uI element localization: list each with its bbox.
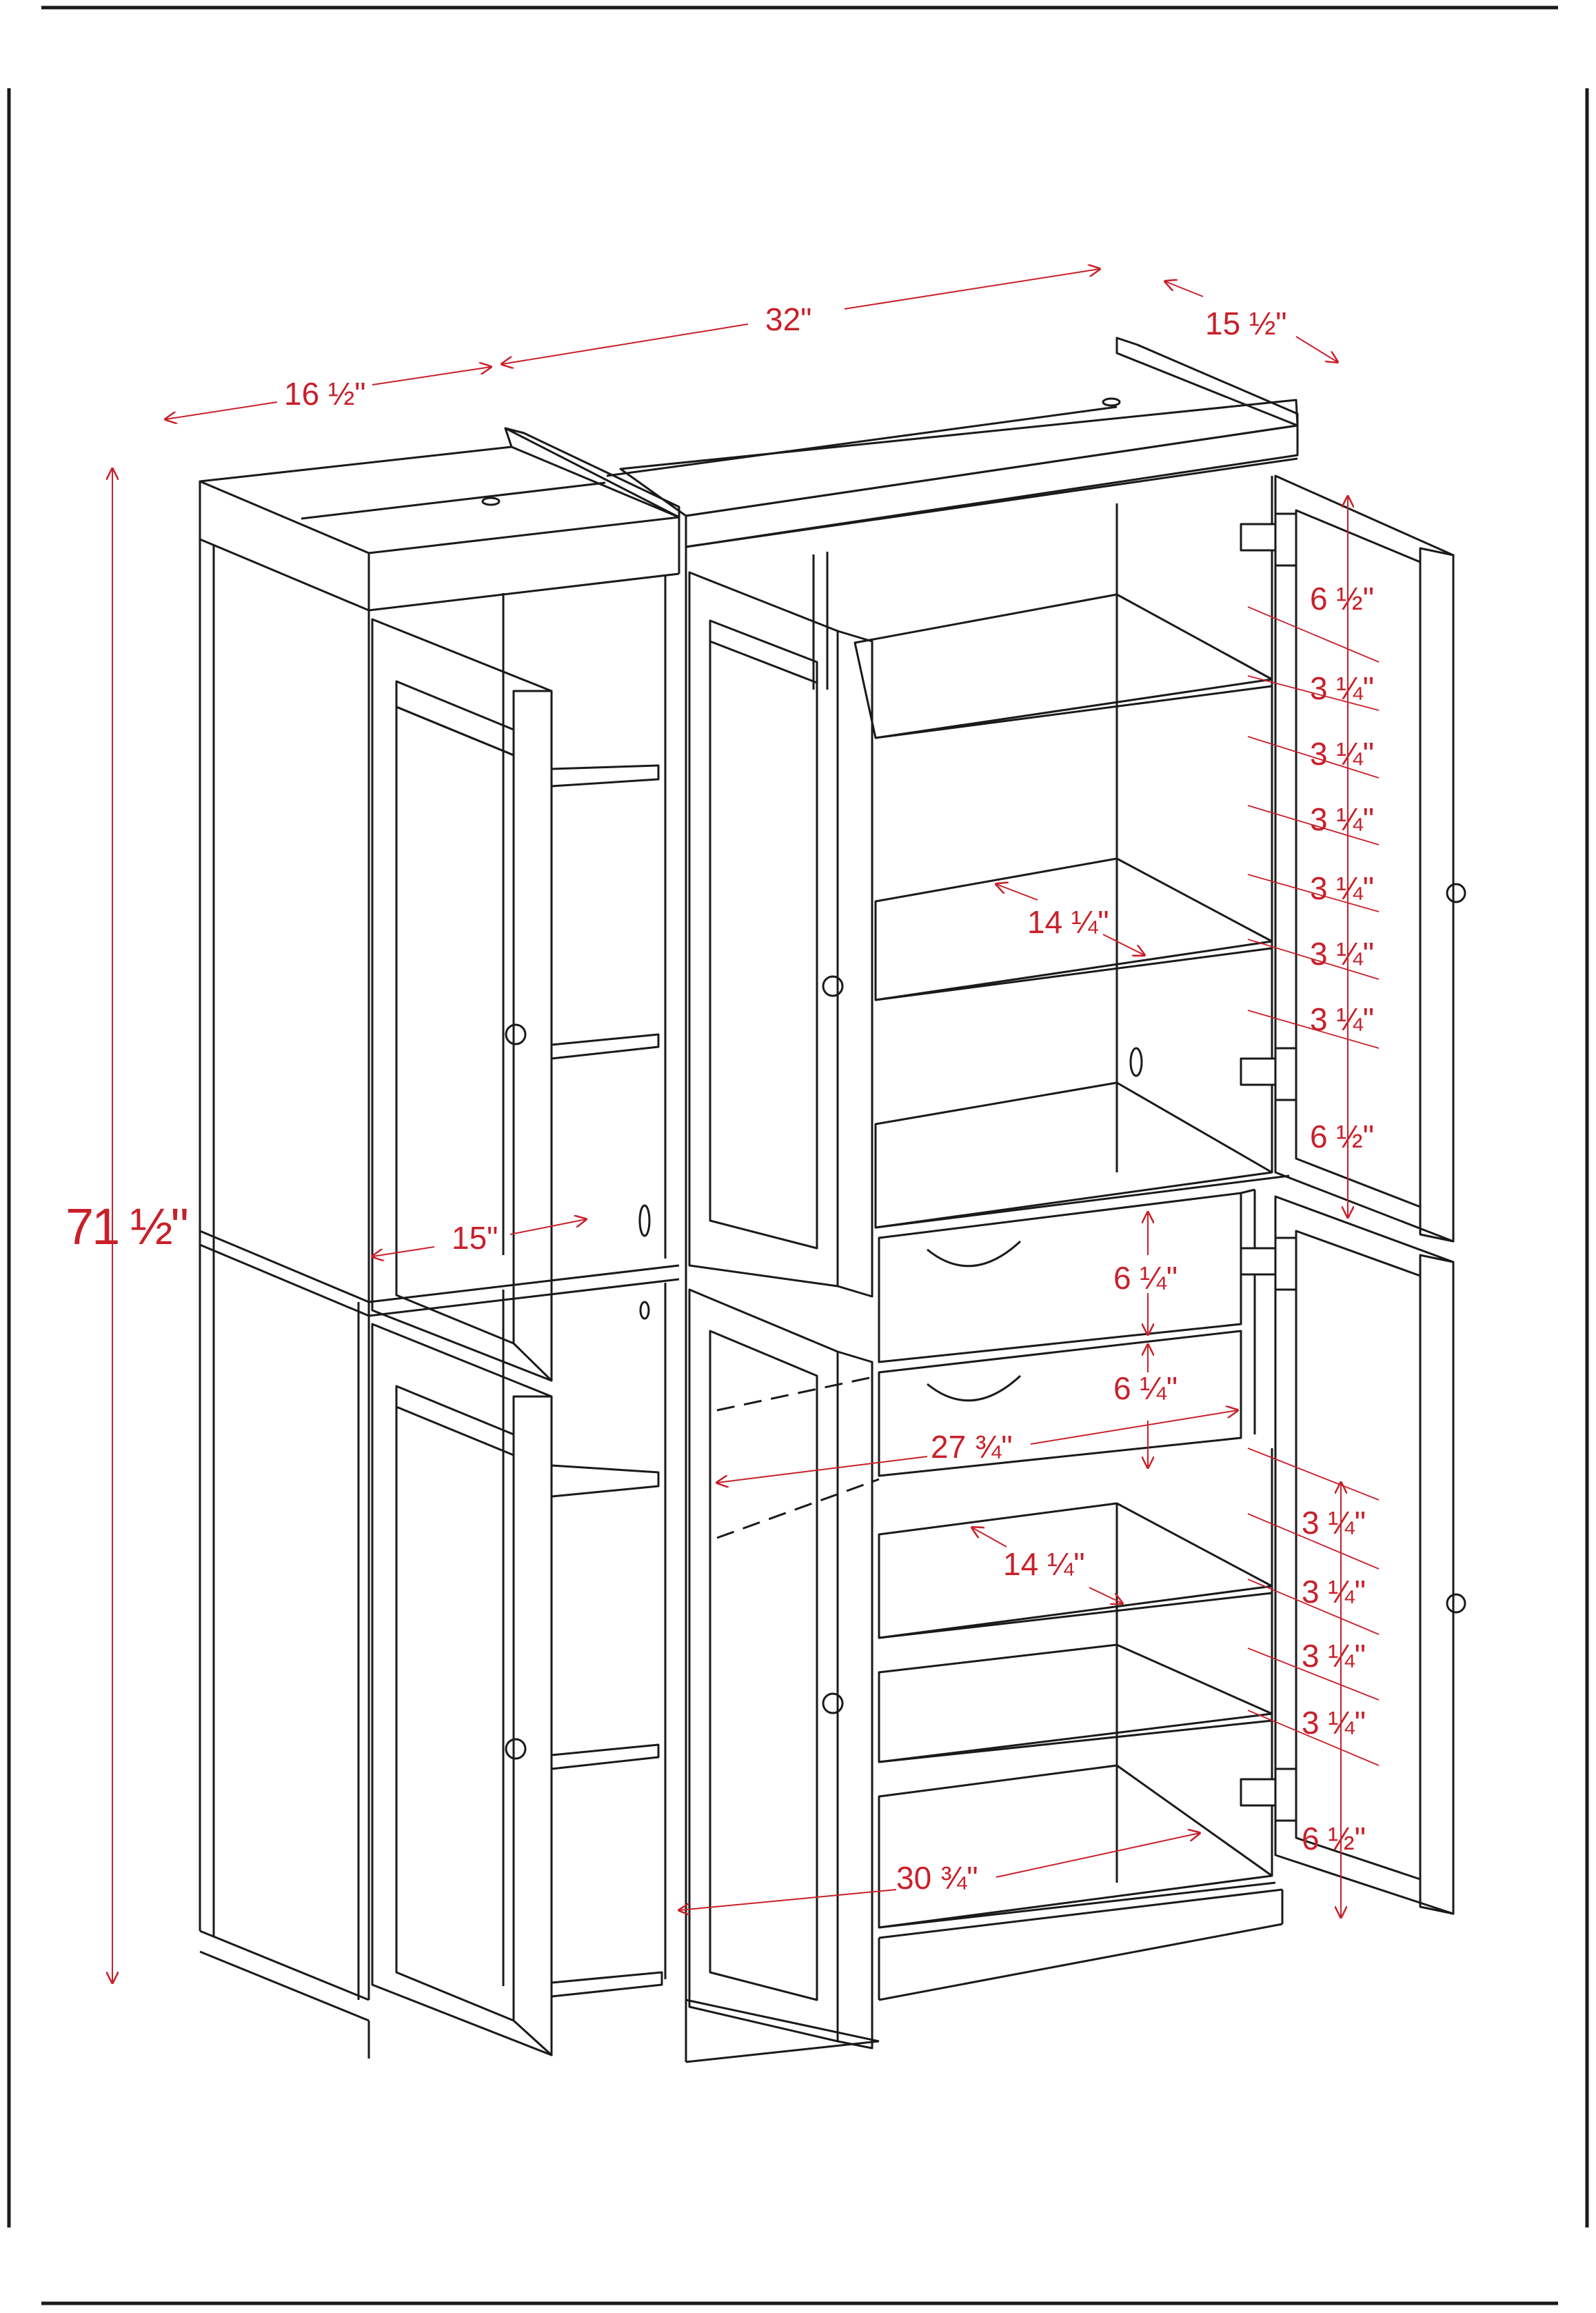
lower-shelf-width-label: 14 ¼" xyxy=(1003,1546,1085,1582)
left-doors xyxy=(371,618,553,2056)
drawer-projection-lines xyxy=(716,1374,880,1539)
right-upper-interior xyxy=(812,476,1290,1229)
left-width-label: 16 ½" xyxy=(284,376,366,412)
hinges xyxy=(1240,512,1297,1822)
lower-spacing-label: 3 ¼" xyxy=(1302,1505,1366,1541)
depth-label: 15 ½" xyxy=(1205,306,1287,341)
upper-spacing-label: 3 ¼" xyxy=(1310,670,1375,706)
upper-spacing-label: 3 ¼" xyxy=(1310,1001,1375,1037)
upper-spacing-label: 6 ½" xyxy=(1310,1119,1375,1154)
lower-spacing-label: 3 ¼" xyxy=(1302,1638,1366,1674)
upper-spacing-label: 3 ¼" xyxy=(1310,736,1375,772)
right-cabinet-top xyxy=(606,337,1299,1276)
right-lower-interior xyxy=(878,1448,1284,2001)
upper-spacing-label: 3 ¼" xyxy=(1310,870,1375,906)
base-width-label: 30 ¾" xyxy=(896,1860,978,1896)
lower-spacing-label: 6 ½" xyxy=(1302,1821,1366,1856)
lower-spacing-label: 3 ¼" xyxy=(1302,1574,1366,1610)
drawer-width-label: 27 ¾" xyxy=(931,1429,1013,1465)
right-inner-doors xyxy=(685,571,880,2063)
cabinet-linework xyxy=(199,337,1466,2063)
dimension-lines xyxy=(112,269,1348,1983)
spacing-leader-lines xyxy=(1247,606,1380,1766)
left-cabinet-top xyxy=(199,427,680,612)
lower-spacing-label: 3 ¼" xyxy=(1302,1705,1366,1741)
left-shelf-depth-label: 15" xyxy=(452,1220,498,1256)
upper-spacing-label: 3 ¼" xyxy=(1310,936,1375,972)
left-cabinet-interior xyxy=(502,576,667,1998)
drawer-bottom-height-label: 6 ¼" xyxy=(1113,1370,1178,1406)
overall-height-label: 71 ½" xyxy=(65,1198,189,1255)
upper-shelf-width-label: 14 ¼" xyxy=(1027,904,1109,940)
upper-spacing-label: 3 ¼" xyxy=(1310,801,1375,837)
right-outer-doors xyxy=(1274,474,1466,1915)
upper-spacing-label: 6 ½" xyxy=(1310,581,1375,617)
drawer-top-height-label: 6 ¼" xyxy=(1113,1260,1178,1296)
left-cabinet-sides xyxy=(199,539,680,2059)
drawers xyxy=(878,1188,1256,1477)
page-frame xyxy=(7,6,1589,2305)
right-width-label: 32" xyxy=(765,301,812,337)
